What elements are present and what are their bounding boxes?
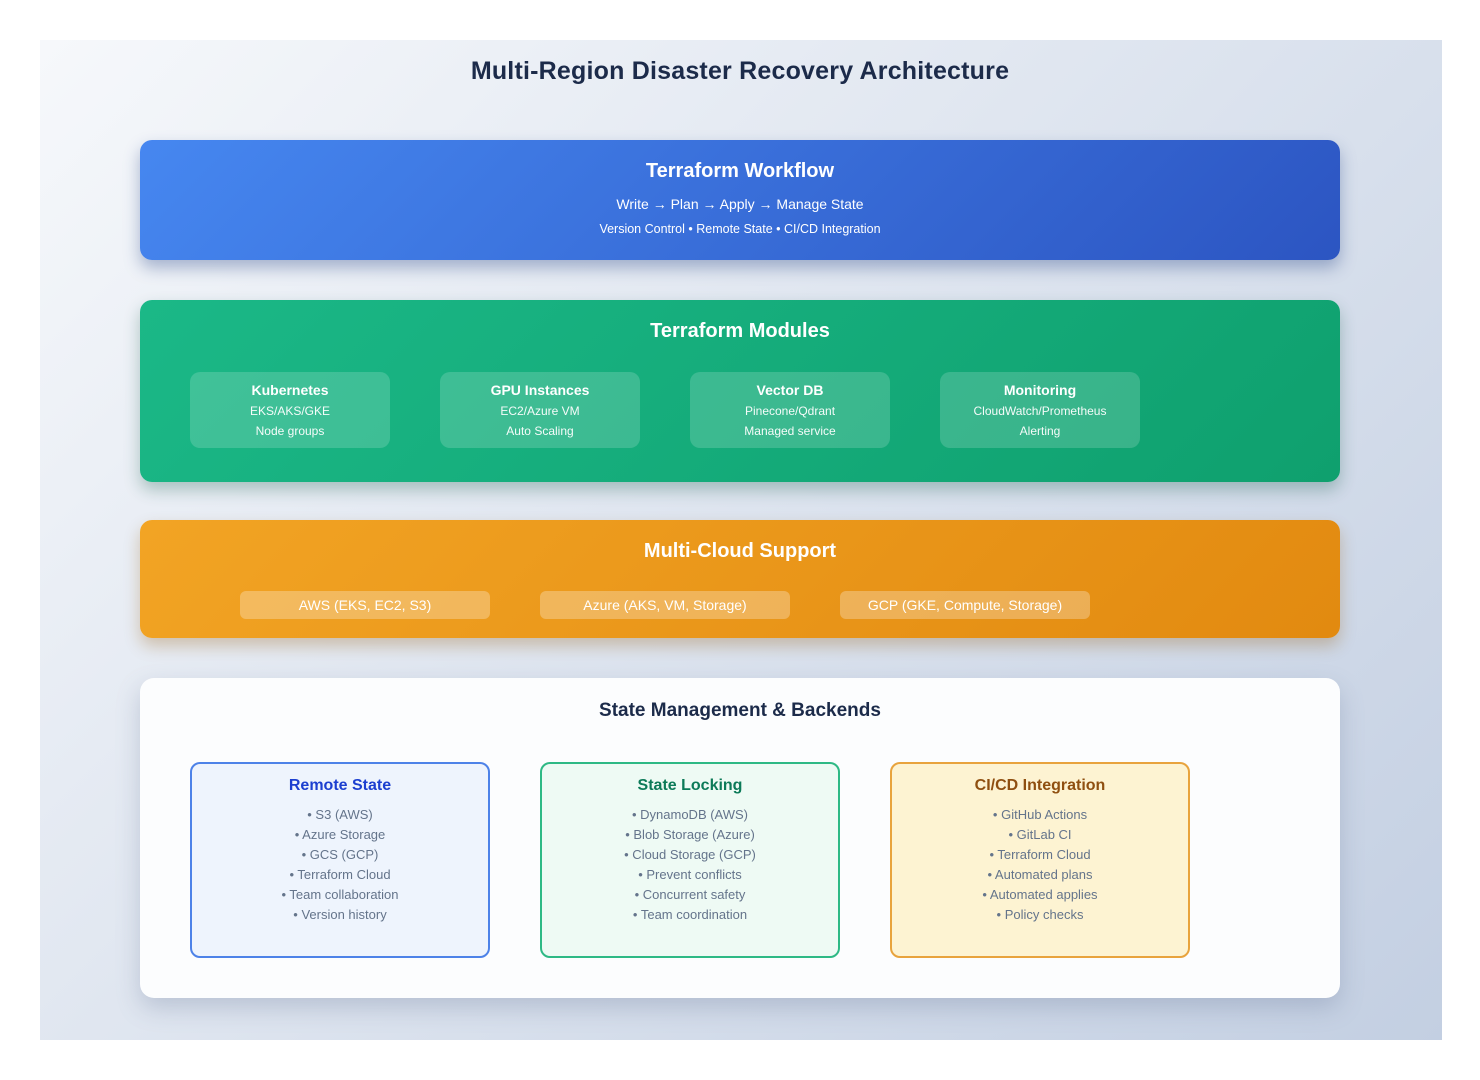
state-card-item: • GitHub Actions (992, 807, 1088, 822)
state-card-item: • Terraform Cloud (289, 867, 391, 882)
module-card-title: Vector DB (756, 382, 824, 398)
state-cards-row: Remote State • S3 (AWS) • Azure Storage … (190, 762, 1190, 958)
state-card-item: • S3 (AWS) (307, 807, 373, 822)
module-card-title: Monitoring (1003, 382, 1077, 398)
state-card-title: Remote State (288, 777, 392, 794)
module-card-kubernetes: Kubernetes EKS/AKS/GKE Node groups (190, 372, 390, 448)
state-card-items: • GitHub Actions • GitLab CI • Terraform… (892, 805, 1188, 925)
module-card-line: Alerting (1019, 424, 1061, 438)
workflow-title: Terraform Workflow (645, 160, 835, 182)
module-card-title: Kubernetes (251, 382, 329, 398)
state-card-item: • Blob Storage (Azure) (625, 827, 755, 842)
multicloud-section: Multi-Cloud Support AWS (EKS, EC2, S3) A… (140, 520, 1340, 638)
module-card-line: CloudWatch/Prometheus (973, 404, 1107, 418)
state-management-section: State Management & Backends Remote State… (140, 678, 1340, 998)
state-card-item: • Concurrent safety (634, 887, 746, 902)
multicloud-title: Multi-Cloud Support (643, 540, 837, 562)
module-card-monitoring: Monitoring CloudWatch/Prometheus Alertin… (940, 372, 1140, 448)
workflow-steps: Write → Plan → Apply → Manage State (616, 196, 864, 212)
state-card-items: • S3 (AWS) • Azure Storage • GCS (GCP) •… (192, 805, 488, 925)
state-card-item: • Team collaboration (281, 887, 399, 902)
state-card-title: CI/CD Integration (974, 777, 1106, 794)
module-card-vector-db: Vector DB Pinecone/Qdrant Managed servic… (690, 372, 890, 448)
module-card-line: EKS/AKS/GKE (249, 404, 331, 418)
state-card-cicd-integration: CI/CD Integration • GitHub Actions • Git… (890, 762, 1190, 958)
page-title: Multi-Region Disaster Recovery Architect… (470, 57, 1010, 85)
module-card-line: Managed service (744, 424, 836, 438)
state-card-item: • Version history (293, 907, 387, 922)
state-card-item: • GitLab CI (1008, 827, 1072, 842)
modules-section: Terraform Modules Kubernetes EKS/AKS/GKE… (140, 300, 1340, 482)
provider-pill-aws: AWS (EKS, EC2, S3) (240, 591, 490, 619)
state-management-title: State Management & Backends (599, 700, 881, 721)
modules-title: Terraform Modules (650, 320, 830, 342)
provider-pills-row: AWS (EKS, EC2, S3) Azure (AKS, VM, Stora… (240, 591, 1090, 619)
state-card-state-locking: State Locking • DynamoDB (AWS) • Blob St… (540, 762, 840, 958)
module-card-title: GPU Instances (490, 382, 590, 398)
state-card-title: State Locking (637, 777, 743, 794)
state-card-items: • DynamoDB (AWS) • Blob Storage (Azure) … (542, 805, 838, 925)
state-card-item: • Terraform Cloud (989, 847, 1091, 862)
module-card-line: Auto Scaling (506, 424, 574, 438)
state-card-item: • GCS (GCP) (301, 847, 379, 862)
state-card-remote-state: Remote State • S3 (AWS) • Azure Storage … (190, 762, 490, 958)
state-card-item: • Cloud Storage (GCP) (624, 847, 756, 862)
state-card-item: • Team coordination (632, 907, 748, 922)
state-card-item: • Azure Storage (294, 827, 386, 842)
module-card-line: EC2/Azure VM (500, 404, 580, 418)
state-card-item: • Prevent conflicts (638, 867, 742, 882)
state-card-item: • DynamoDB (AWS) (631, 807, 749, 822)
module-card-line: Pinecone/Qdrant (744, 404, 836, 418)
workflow-section: Terraform Workflow Write → Plan → Apply … (140, 140, 1340, 260)
provider-pill-azure: Azure (AKS, VM, Storage) (540, 591, 790, 619)
modules-row: Kubernetes EKS/AKS/GKE Node groups GPU I… (190, 372, 1140, 448)
state-card-item: • Automated plans (987, 867, 1093, 882)
state-card-item: • Policy checks (996, 907, 1084, 922)
provider-pill-gcp: GCP (GKE, Compute, Storage) (840, 591, 1090, 619)
state-card-item: • Automated applies (982, 887, 1098, 902)
workflow-features: Version Control • Remote State • CI/CD I… (599, 222, 881, 236)
module-card-line: Node groups (255, 424, 325, 438)
module-card-gpu-instances: GPU Instances EC2/Azure VM Auto Scaling (440, 372, 640, 448)
